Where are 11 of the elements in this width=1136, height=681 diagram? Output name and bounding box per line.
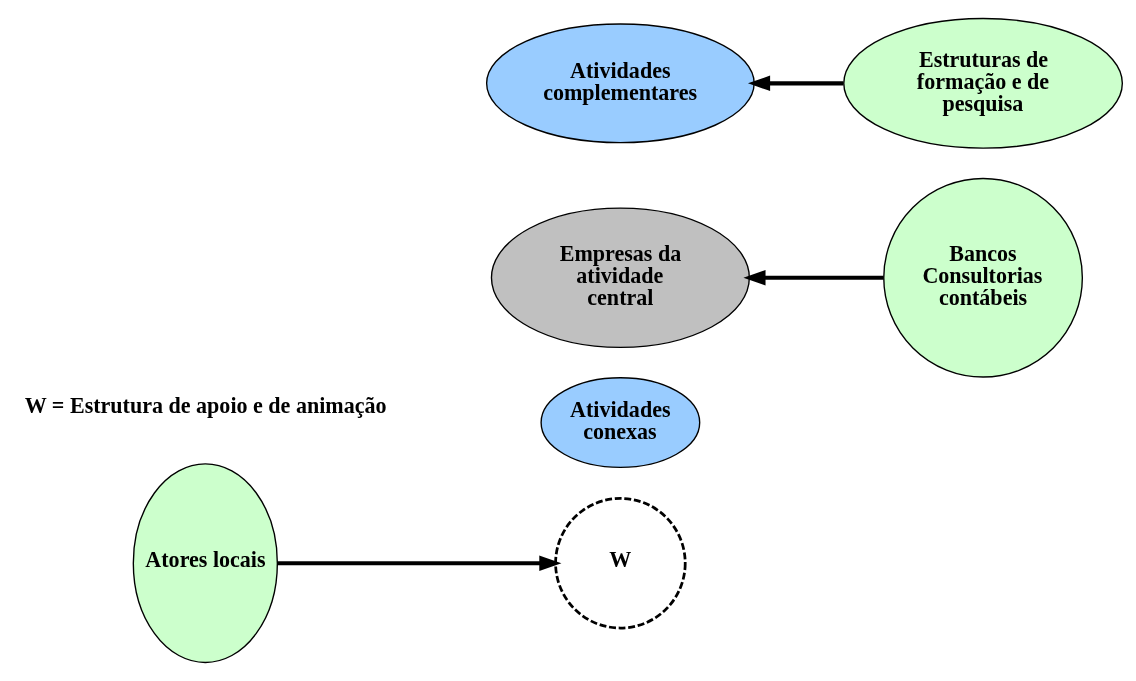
label: W = Estrutura de apoio e de animação: [24, 392, 387, 418]
arrow: [277, 555, 562, 571]
node-ellipse: Estruturas de formação e de pesquisa: [843, 17, 1124, 149]
node-circle: Bancos Consultorias contábeis: [883, 177, 1084, 378]
node-ellipse: Atores locais: [132, 463, 279, 664]
arrow: [743, 270, 884, 286]
node-ellipse: Atividades conexas: [540, 377, 701, 469]
node-ellipse: Empresas da atividade central: [490, 207, 751, 349]
node-ellipse: Atividades complementares: [485, 23, 755, 144]
arrow: [748, 75, 844, 92]
node-circle: W: [554, 497, 687, 630]
